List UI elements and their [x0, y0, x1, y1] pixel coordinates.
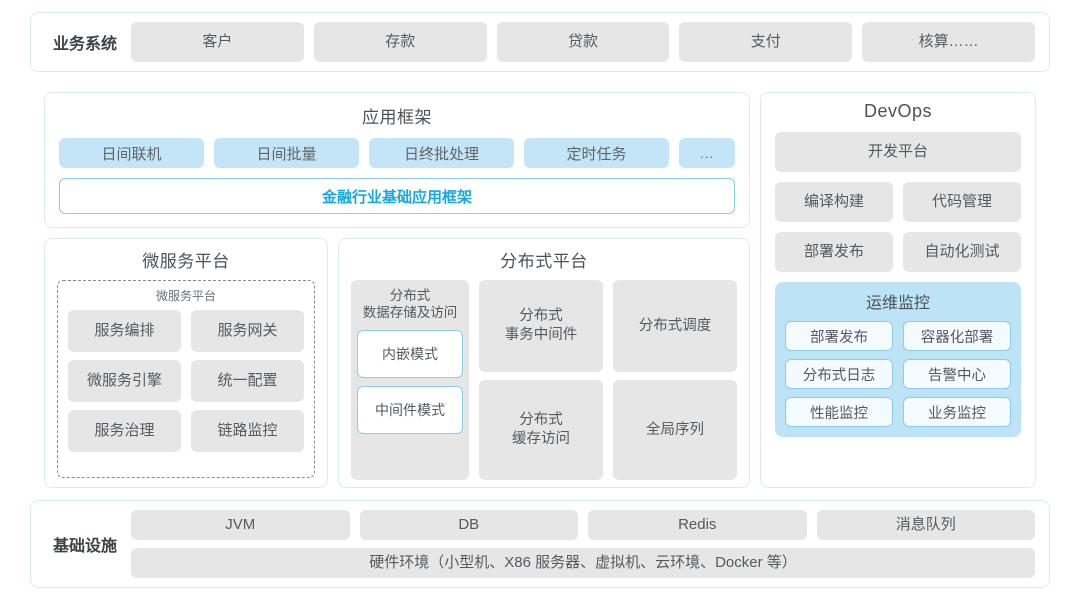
platform-columns: 应用框架 日间联机 日间批量 日终批处理 定时任务 ... 金融行业基础应用框架… [44, 92, 750, 488]
ops-item-performance-monitoring[interactable]: 性能监控 [785, 397, 893, 427]
microservice-platform-items: 服务编排 服务网关 微服务引擎 统一配置 服务治理 链路监控 [68, 310, 304, 452]
ops-item-deploy-release[interactable]: 部署发布 [785, 321, 893, 351]
business-system-label: 业务系统 [53, 36, 118, 53]
app-framework-chip-eod-batch[interactable]: 日终批处理 [369, 138, 514, 168]
ops-item-alert-center[interactable]: 告警中心 [903, 359, 1011, 389]
infrastructure-items: JVM DB Redis 消息队列 [131, 510, 1035, 540]
devops-item-code-management[interactable]: 代码管理 [903, 182, 1021, 222]
microservice-item-orchestration[interactable]: 服务编排 [68, 310, 181, 352]
microservice-platform-card: 微服务平台 微服务平台 服务编排 服务网关 微服务引擎 统一配置 服务治理 链路… [44, 238, 328, 488]
business-item-payment[interactable]: 支付 [679, 22, 853, 62]
infrastructure-item-redis[interactable]: Redis [588, 510, 807, 540]
business-system-section: 业务系统 客户 存款 贷款 支付 核算…… [30, 12, 1050, 72]
infrastructure-item-jvm[interactable]: JVM [131, 510, 350, 540]
microservice-platform-dashed-box: 微服务平台 服务编排 服务网关 微服务引擎 统一配置 服务治理 链路监控 [57, 280, 315, 478]
ops-monitoring-panel: 运维监控 部署发布 容器化部署 分布式日志 告警中心 性能监控 业务监控 [775, 282, 1021, 437]
devops-item-dev-platform[interactable]: 开发平台 [775, 132, 1021, 172]
business-system-items: 客户 存款 贷款 支付 核算…… [131, 22, 1035, 62]
business-item-deposit[interactable]: 存款 [313, 22, 487, 62]
distributed-item-cache-access[interactable]: 分布式 缓存访问 [479, 380, 603, 480]
app-framework-card: 应用框架 日间联机 日间批量 日终批处理 定时任务 ... 金融行业基础应用框架 [44, 92, 750, 228]
microservice-item-unified-config[interactable]: 统一配置 [191, 360, 304, 402]
app-framework-title: 应用框架 [362, 108, 432, 127]
infrastructure-content: JVM DB Redis 消息队列 硬件环境（小型机、X86 服务器、虚拟机、云… [131, 510, 1035, 578]
devops-item-automated-testing[interactable]: 自动化测试 [903, 232, 1021, 272]
ops-monitoring-title: 运维监控 [865, 295, 930, 312]
microservice-item-gateway[interactable]: 服务网关 [191, 310, 304, 352]
business-item-loan[interactable]: 贷款 [496, 22, 670, 62]
app-framework-chip-scheduled-task[interactable]: 定时任务 [524, 138, 669, 168]
devops-card: DevOps 开发平台 编译构建 代码管理 部署发布 自动化测试 运维监控 部署… [760, 92, 1036, 488]
app-framework-chip-more[interactable]: ... [679, 138, 735, 168]
distributed-item-transaction-middleware[interactable]: 分布式 事务中间件 [479, 280, 603, 372]
business-item-accounting[interactable]: 核算…… [862, 22, 1035, 62]
business-item-customer[interactable]: 客户 [131, 22, 304, 62]
distributed-platform-title: 分布式平台 [500, 252, 588, 271]
devops-items: 编译构建 代码管理 部署发布 自动化测试 [775, 182, 1021, 272]
distributed-platform-card: 分布式平台 分布式 数据存储及访问 内嵌模式 中间件模式 分布式 事务中间件 分… [338, 238, 750, 488]
distributed-data-storage-box[interactable]: 分布式 数据存储及访问 内嵌模式 中间件模式 [351, 280, 469, 480]
microservice-platform-subtitle: 微服务平台 [155, 289, 216, 303]
microservice-item-trace-monitoring[interactable]: 链路监控 [191, 410, 304, 452]
infrastructure-label: 基础设施 [53, 538, 118, 555]
distributed-platform-body: 分布式 数据存储及访问 内嵌模式 中间件模式 分布式 事务中间件 分布式调度 分… [351, 280, 737, 480]
middle-region: 应用框架 日间联机 日间批量 日终批处理 定时任务 ... 金融行业基础应用框架… [44, 92, 1036, 488]
infrastructure-item-db[interactable]: DB [359, 510, 578, 540]
ops-item-containerized-deploy[interactable]: 容器化部署 [903, 321, 1011, 351]
app-framework-chip-daytime-batch[interactable]: 日间批量 [214, 138, 359, 168]
app-framework-base-banner: 金融行业基础应用框架 [59, 178, 735, 214]
ops-item-business-monitoring[interactable]: 业务监控 [903, 397, 1011, 427]
devops-item-deploy-release[interactable]: 部署发布 [775, 232, 893, 272]
distributed-data-storage-label: 分布式 数据存储及访问 [362, 288, 458, 320]
microservice-item-governance[interactable]: 服务治理 [68, 410, 181, 452]
ops-monitoring-items: 部署发布 容器化部署 分布式日志 告警中心 性能监控 业务监控 [785, 321, 1011, 427]
infrastructure-hardware-bar[interactable]: 硬件环境（小型机、X86 服务器、虚拟机、云环境、Docker 等） [131, 548, 1035, 578]
ops-item-distributed-logging[interactable]: 分布式日志 [785, 359, 893, 389]
app-framework-chips: 日间联机 日间批量 日终批处理 定时任务 ... [59, 138, 735, 168]
app-framework-chip-daytime-online[interactable]: 日间联机 [59, 138, 204, 168]
distributed-storage-mode-middleware[interactable]: 中间件模式 [357, 385, 463, 434]
infrastructure-item-message-queue[interactable]: 消息队列 [816, 510, 1035, 540]
distributed-item-scheduling[interactable]: 分布式调度 [613, 280, 737, 372]
distributed-item-global-sequence[interactable]: 全局序列 [613, 380, 737, 480]
devops-title: DevOps [863, 101, 933, 121]
distributed-platform-items: 分布式 事务中间件 分布式调度 分布式 缓存访问 全局序列 [479, 280, 737, 480]
infrastructure-section: 基础设施 JVM DB Redis 消息队列 硬件环境（小型机、X86 服务器、… [30, 500, 1050, 588]
microservice-platform-title: 微服务平台 [142, 252, 230, 271]
distributed-storage-column: 分布式 数据存储及访问 内嵌模式 中间件模式 [351, 280, 469, 480]
microservice-item-engine[interactable]: 微服务引擎 [68, 360, 181, 402]
distributed-storage-mode-embedded[interactable]: 内嵌模式 [357, 329, 463, 378]
devops-item-compile-build[interactable]: 编译构建 [775, 182, 893, 222]
